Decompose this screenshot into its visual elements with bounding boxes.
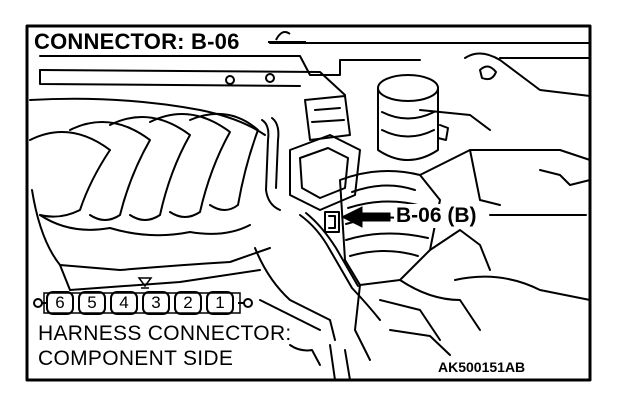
pin-label: 5 xyxy=(87,293,97,312)
figure-id: AK500151AB xyxy=(436,359,528,375)
pin-label: 4 xyxy=(119,293,129,312)
pin-label: 1 xyxy=(215,293,225,312)
connector-callout-label: B-06 (B) xyxy=(394,204,479,228)
connector-face xyxy=(33,291,253,315)
figure-frame xyxy=(25,24,592,382)
pin-label: 6 xyxy=(55,293,65,312)
pin-label: 3 xyxy=(151,293,161,312)
pointer-arrow xyxy=(340,206,391,228)
caption-line-2: COMPONENT SIDE xyxy=(38,347,234,370)
key-mark xyxy=(137,277,153,289)
pin-label: 2 xyxy=(183,293,193,312)
title-underline xyxy=(268,31,306,43)
connector-title: CONNECTOR: B-06 xyxy=(34,29,240,54)
caption-line-1: HARNESS CONNECTOR: xyxy=(38,322,292,345)
